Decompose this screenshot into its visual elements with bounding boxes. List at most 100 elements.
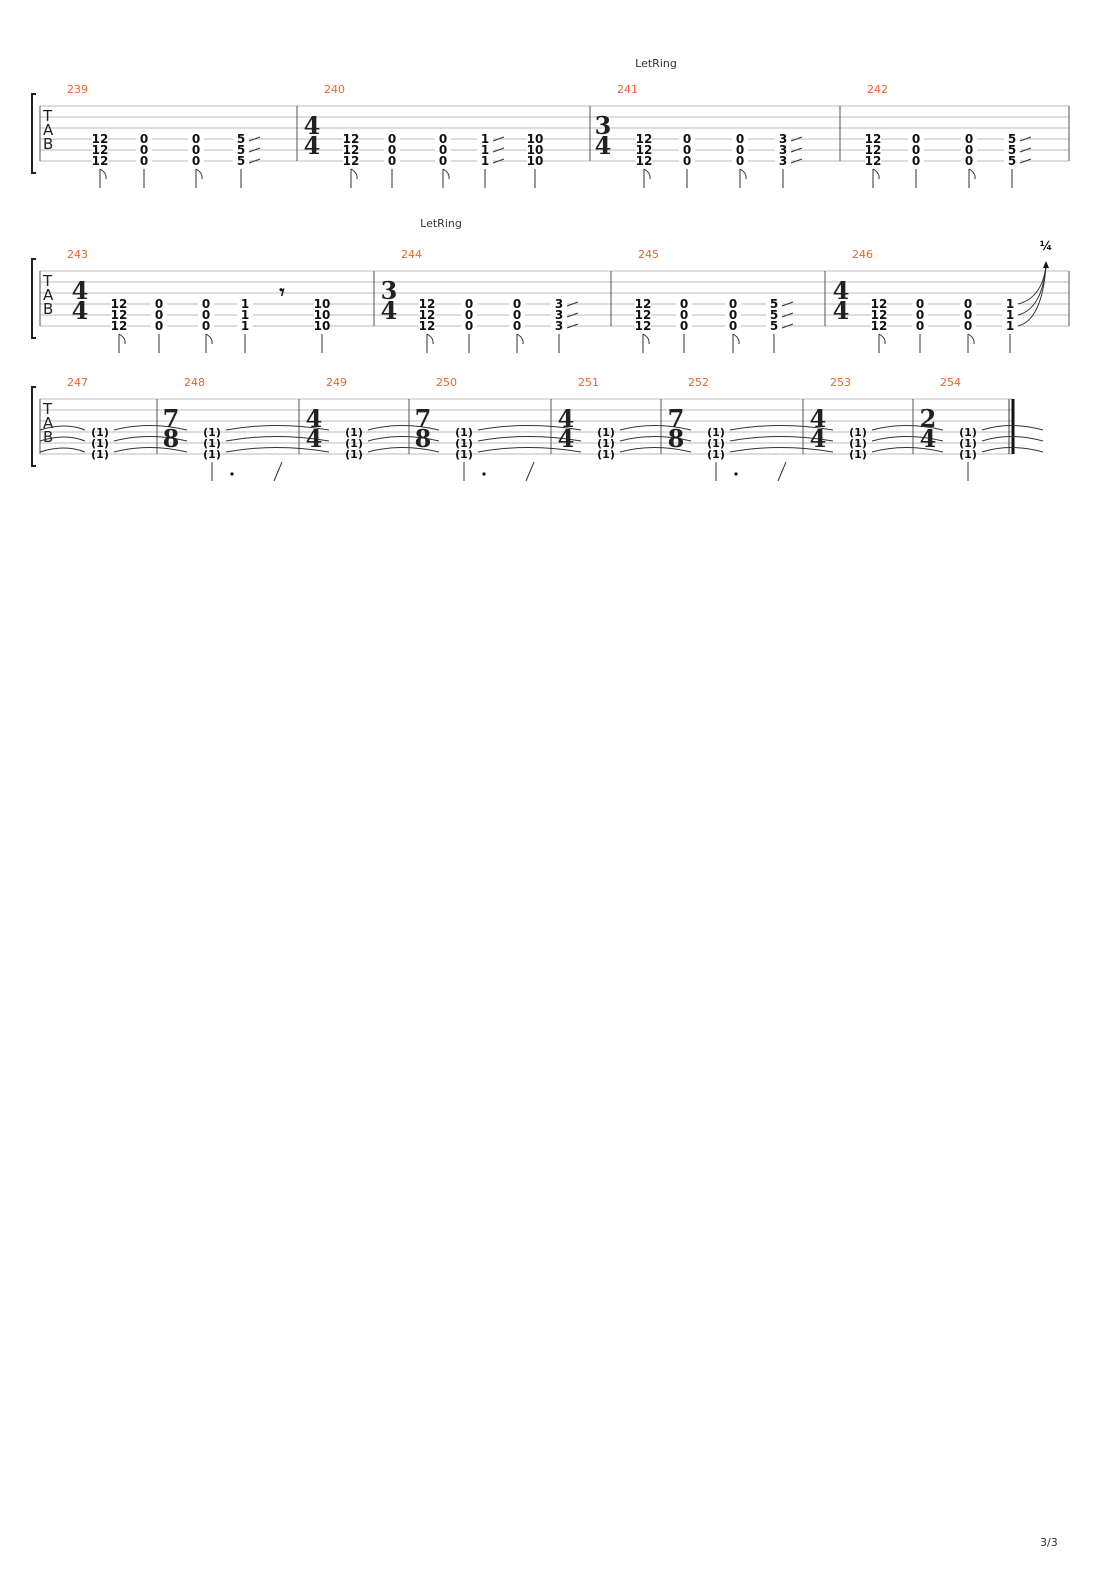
fret-number: 12 (419, 297, 436, 311)
fret-mask (551, 309, 567, 320)
fret-number: 0 (388, 132, 396, 146)
fret-number: 0 (202, 319, 210, 333)
tab-clef-letter: T (42, 107, 53, 125)
fret-number: 1 (481, 132, 489, 146)
tied-fret: (1) (959, 448, 977, 461)
tab-clef-letter: B (43, 135, 53, 153)
tied-fret: (1) (707, 448, 725, 461)
tied-fret: (1) (345, 448, 363, 461)
fret-mask (775, 133, 791, 144)
time-signature-bottom: 4 (595, 131, 612, 160)
fret-number: 0 (965, 143, 973, 157)
slide-mark (1019, 147, 1032, 153)
note-flag (205, 333, 213, 345)
fret-number: 0 (683, 154, 691, 168)
fret-number: 12 (636, 143, 653, 157)
measure-number: 250 (436, 376, 457, 389)
tie-arc (113, 436, 188, 442)
fret-number: 0 (729, 308, 737, 322)
tie-arc-incoming (39, 436, 86, 442)
fret-mask (960, 309, 976, 320)
fret-number: 12 (343, 154, 360, 168)
bend-arrow (1043, 261, 1049, 268)
fret-number: 5 (770, 297, 778, 311)
fret-mask (676, 309, 692, 320)
fret-number: 12 (865, 132, 882, 146)
fret-mask (725, 320, 741, 331)
fret-mask (871, 320, 887, 331)
note-flag (442, 168, 450, 180)
system-bracket (31, 386, 36, 467)
tab-clef-letter: T (42, 400, 53, 418)
dot (482, 472, 486, 476)
time-signature-top: 4 (72, 276, 89, 305)
tie-arc (367, 447, 440, 453)
fret-number: 0 (680, 297, 688, 311)
tie-arc (477, 425, 582, 431)
fret-mask (435, 144, 451, 155)
tied-fret: (1) (959, 426, 977, 439)
fret-mask (865, 155, 881, 166)
fret-number: 12 (92, 143, 109, 157)
fret-number: 12 (111, 308, 128, 322)
fret-number: 0 (916, 319, 924, 333)
fret-mask (233, 155, 249, 166)
fret-mask (635, 320, 651, 331)
fret-mask (92, 155, 108, 166)
time-signature-bottom: 4 (920, 424, 937, 453)
fret-mask (509, 298, 525, 309)
slide-mark (1019, 136, 1032, 142)
fret-mask (314, 320, 330, 331)
tied-fret: (1) (597, 437, 615, 450)
measure-number: 245 (638, 248, 659, 261)
fret-number: 1 (481, 154, 489, 168)
fret-number: 0 (202, 297, 210, 311)
fret-mask (679, 155, 695, 166)
slide-mark (492, 136, 505, 142)
tied-fret: (1) (203, 437, 221, 450)
fret-number: 0 (680, 308, 688, 322)
fret-number: 0 (916, 308, 924, 322)
time-signature-bottom: 4 (304, 131, 321, 160)
time-signature-bottom: 8 (415, 424, 432, 453)
fret-number: 0 (683, 143, 691, 157)
tie-arc (225, 425, 330, 431)
time-signature-top: 4 (558, 404, 575, 433)
tied-fret: (1) (91, 426, 109, 439)
fret-number: 1 (1006, 308, 1014, 322)
tie-arc (367, 425, 440, 431)
fret-number: 0 (965, 132, 973, 146)
fret-number: 0 (192, 154, 200, 168)
fret-mask (725, 309, 741, 320)
fret-number: 5 (1008, 132, 1016, 146)
fret-mask (111, 309, 127, 320)
slide-mark (790, 147, 803, 153)
tied-fret: (1) (455, 426, 473, 439)
fret-number: 3 (779, 132, 787, 146)
tied-fret: (1) (455, 437, 473, 450)
fret-mask (1002, 320, 1018, 331)
measure-number: 252 (688, 376, 709, 389)
slide-mark (248, 158, 261, 164)
note-flag (967, 333, 975, 345)
tied-fret: (1) (849, 448, 867, 461)
measure-number: 248 (184, 376, 205, 389)
fret-mask (961, 144, 977, 155)
fret-mask (635, 309, 651, 320)
fret-mask (676, 320, 692, 331)
fret-mask (477, 144, 493, 155)
fret-number: 0 (736, 132, 744, 146)
tie-arc (225, 436, 330, 442)
fret-mask (908, 155, 924, 166)
fret-number: 5 (770, 308, 778, 322)
fret-number: 1 (1006, 297, 1014, 311)
fret-number: 1 (241, 308, 249, 322)
fret-number: 0 (729, 319, 737, 333)
fret-number: 10 (314, 319, 331, 333)
measure-number: 243 (67, 248, 88, 261)
tie-arc (477, 436, 582, 442)
note-flag (739, 168, 747, 180)
note-flag (642, 333, 650, 345)
time-signature-bottom: 8 (668, 424, 685, 453)
measure-number: 239 (67, 83, 88, 96)
